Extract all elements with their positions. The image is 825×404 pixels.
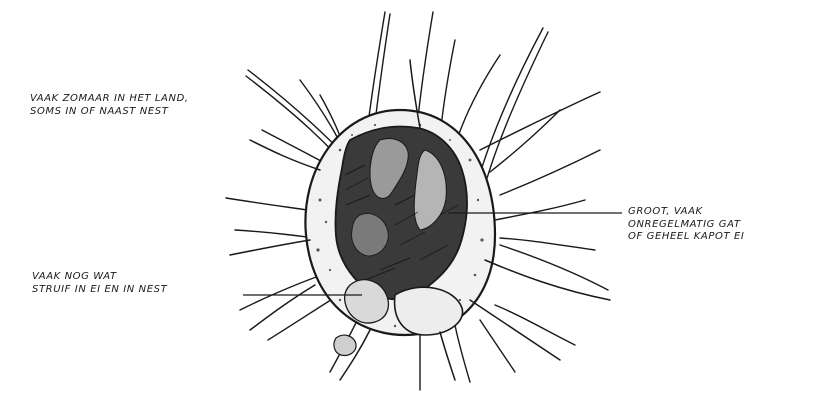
broken-egg [305, 110, 495, 355]
egg-remains-drop [334, 335, 356, 355]
annotation-remains-line-2: STRUIF IN EI EN IN NEST [32, 284, 167, 297]
annotation-remains: VAAK NOG WAT STRUIF IN EI EN IN NEST [32, 271, 167, 296]
annotation-hole-line-2: ONREGELMATIG GAT [628, 219, 744, 232]
annotation-location-line-2: SOMS IN OF NAAST NEST [30, 106, 189, 119]
annotation-hole: GROOT, VAAK ONREGELMATIG GAT OF GEHEEL K… [628, 206, 744, 244]
annotation-hole-line-3: OF GEHEEL KAPOT EI [628, 231, 744, 244]
annotation-location-line-1: VAAK ZOMAAR IN HET LAND, [30, 93, 189, 106]
annotation-hole-line-1: GROOT, VAAK [628, 206, 744, 219]
annotation-remains-line-1: VAAK NOG WAT [32, 271, 167, 284]
annotation-location: VAAK ZOMAAR IN HET LAND, SOMS IN OF NAAS… [30, 93, 189, 118]
